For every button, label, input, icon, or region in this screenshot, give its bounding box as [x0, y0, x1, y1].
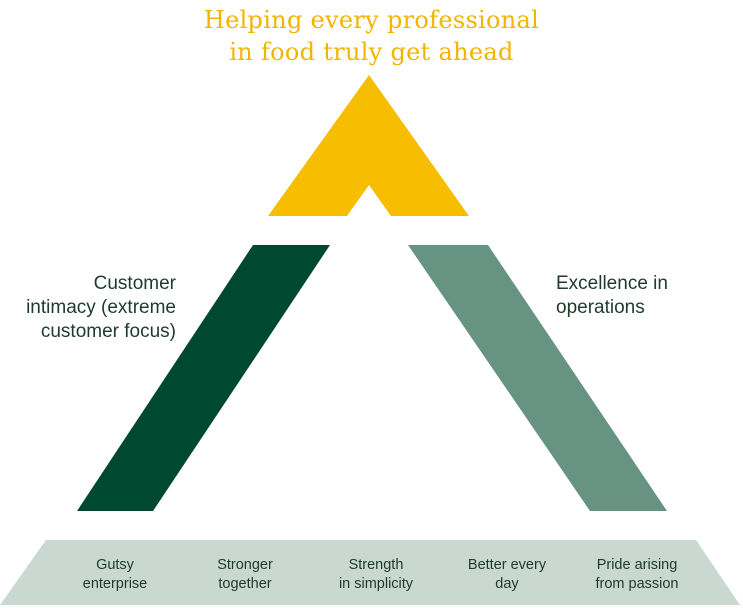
- left-pillar-label-line-2: intimacy (extreme: [26, 297, 176, 318]
- value-better-every-day: Better every day: [446, 556, 568, 594]
- value-line-2: enterprise: [82, 576, 148, 592]
- left-pillar-label-line-3: customer focus): [40, 321, 176, 342]
- value-line-1: Gutsy: [96, 557, 134, 573]
- value-gutsy-enterprise: Gutsy enterprise: [54, 556, 176, 594]
- value-line-1: Pride arising: [596, 557, 678, 573]
- foundation-base: [0, 540, 740, 605]
- apex-triangle: [268, 75, 469, 216]
- left-pillar-label-line-1: Customer: [93, 273, 176, 294]
- value-line-1: Better every: [467, 557, 547, 573]
- value-strength-in-simplicity: Strength in simplicity: [315, 556, 437, 594]
- left-pillar-label: Customer intimacy (extreme customer focu…: [12, 272, 176, 344]
- value-pride-arising-from-passion: Pride arising from passion: [576, 556, 698, 594]
- value-stronger-together: Stronger together: [184, 556, 306, 594]
- value-line-2: day: [495, 576, 519, 592]
- value-line-2: in simplicity: [338, 576, 414, 592]
- right-pillar: [408, 245, 667, 511]
- value-line-1: Strength: [348, 557, 404, 573]
- title-line-1: Helping every professional: [203, 6, 540, 34]
- value-line-1: Stronger: [217, 557, 273, 573]
- right-pillar-label-line-1: Excellence in: [556, 273, 668, 294]
- diagram-title: Helping every professional in food truly…: [0, 4, 743, 68]
- left-pillar: [77, 245, 330, 511]
- right-pillar-label-line-2: operations: [556, 297, 645, 318]
- title-line-2: in food truly get ahead: [229, 38, 514, 66]
- right-pillar-label: Excellence in operations: [556, 272, 736, 320]
- value-line-2: together: [218, 576, 272, 592]
- value-line-2: from passion: [595, 576, 679, 592]
